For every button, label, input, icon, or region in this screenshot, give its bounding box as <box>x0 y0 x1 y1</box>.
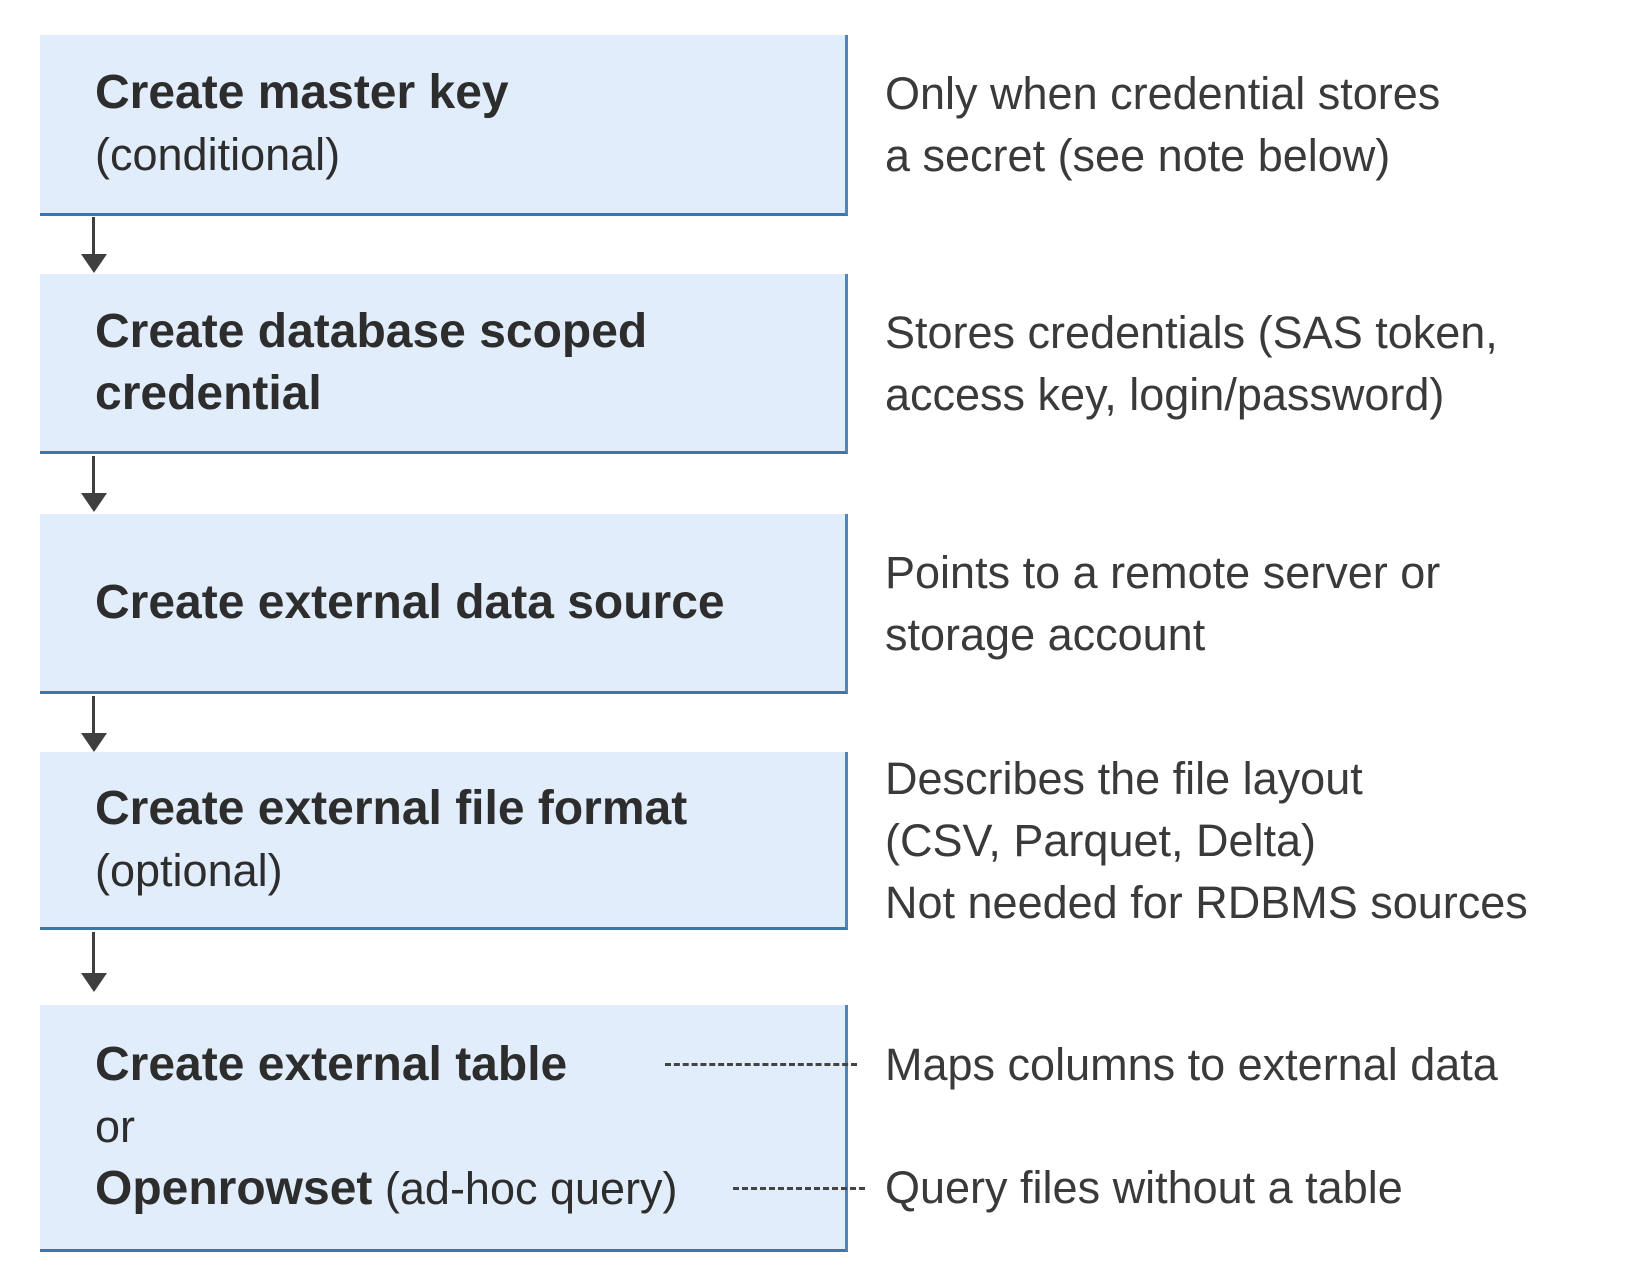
option-openrowset: Openrowset (ad-hoc query) <box>95 1158 830 1220</box>
note-data-source: Points to a remote server or storage acc… <box>885 542 1440 666</box>
step-title: Create database scoped <box>95 304 648 358</box>
arrow-shaft <box>92 932 95 973</box>
step-box-external-data-source: Create external data source <box>40 514 848 694</box>
step-title: credential <box>95 366 322 420</box>
arrow-head-icon <box>80 733 107 752</box>
arrow-head-icon <box>80 493 107 512</box>
note-line: Not needed for RDBMS sources <box>885 877 1528 928</box>
arrow-shaft <box>92 456 95 493</box>
note-file-format: Describes the file layout (CSV, Parquet,… <box>885 748 1528 934</box>
note-external-table: Maps columns to external data <box>885 1039 1498 1090</box>
down-arrow-connector <box>80 217 107 273</box>
step-box-external-table-or-openrowset: Create external table or Openrowset (ad-… <box>40 1005 848 1252</box>
note-line: Stores credentials (SAS token, <box>885 307 1498 358</box>
dashed-connector-openrowset <box>733 1187 865 1190</box>
note-line: access key, login/password) <box>885 369 1445 420</box>
note-line: Describes the file layout <box>885 753 1363 804</box>
dashed-connector-external-table <box>665 1063 857 1066</box>
note-master-key: Only when credential stores a secret (se… <box>885 63 1440 187</box>
arrow-head-icon <box>80 973 107 992</box>
step-title: Create external file format <box>95 781 688 835</box>
down-arrow-connector <box>80 932 107 992</box>
step-box-external-file-format: Create external file format (optional) <box>40 752 848 930</box>
step-title: Create master key <box>95 66 509 119</box>
option-external-table: Create external table <box>95 1034 830 1096</box>
note-line: a secret (see note below) <box>885 130 1391 181</box>
option-label: Create external table <box>95 1038 568 1091</box>
step-box-create-master-key: Create master key (conditional) <box>40 35 848 216</box>
note-line: storage account <box>885 609 1206 660</box>
step-title: Create external data source <box>95 575 725 629</box>
option-connector: or <box>95 1101 136 1152</box>
option-label-suffix: (ad-hoc query) <box>384 1163 678 1214</box>
down-arrow-connector <box>80 456 107 512</box>
note-line: Points to a remote server or <box>885 547 1441 598</box>
down-arrow-connector <box>80 696 107 752</box>
arrow-head-icon <box>80 254 107 273</box>
step-subtitle: (conditional) <box>95 129 341 180</box>
note-line: Only when credential stores <box>885 68 1441 119</box>
arrow-shaft <box>92 696 95 733</box>
note-line: (CSV, Parquet, Delta) <box>885 815 1317 866</box>
arrow-shaft <box>92 217 95 254</box>
step-box-database-scoped-credential: Create database scoped credential <box>40 274 848 454</box>
note-credential: Stores credentials (SAS token, access ke… <box>885 302 1498 426</box>
step-subtitle: (optional) <box>95 844 283 896</box>
option-label: Openrowset <box>95 1162 373 1215</box>
note-openrowset: Query files without a table <box>885 1162 1403 1213</box>
